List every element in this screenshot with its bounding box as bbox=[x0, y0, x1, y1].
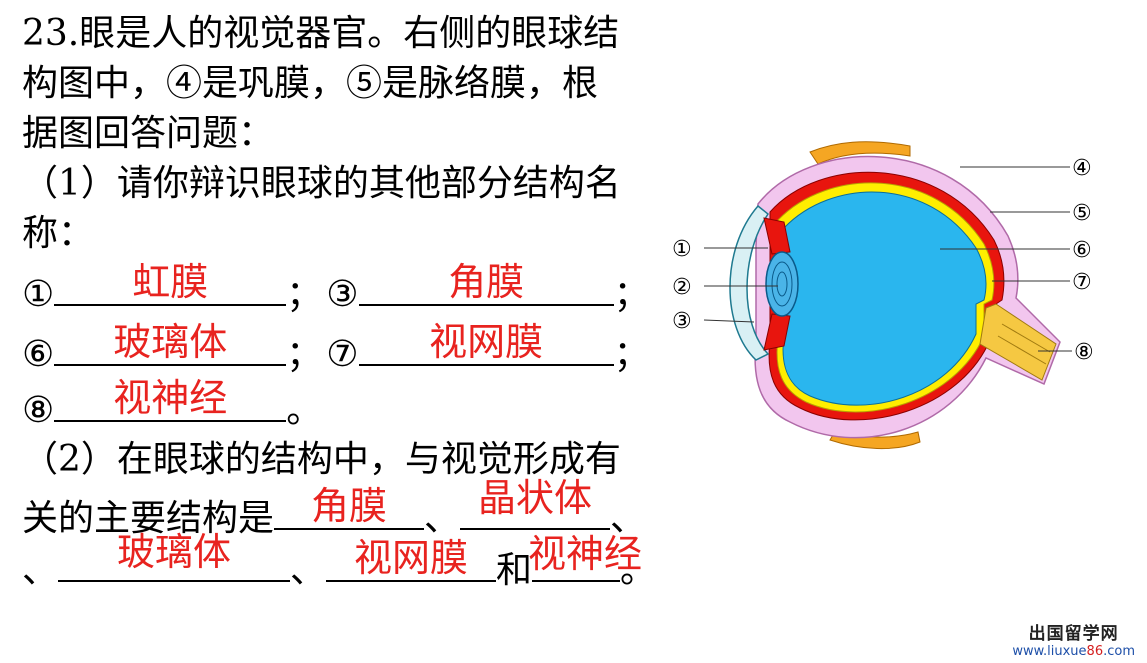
diagram-label-8: ⑧ bbox=[1074, 340, 1094, 365]
label-1: ① bbox=[22, 274, 55, 315]
label-3: ③ bbox=[326, 274, 359, 315]
blank-1[interactable]: 虹膜 bbox=[54, 260, 287, 306]
diagram-label-7: ⑦ bbox=[1072, 270, 1092, 295]
eye-muscle-top bbox=[809, 141, 911, 165]
period: 。 bbox=[286, 390, 323, 431]
semicolon: ； bbox=[613, 334, 650, 375]
comma: 、 bbox=[610, 498, 647, 539]
nerve-fiber bbox=[997, 335, 1047, 365]
answer-p2-retina: 视网膜 bbox=[354, 536, 469, 580]
question-line-3: 据图回答问题： bbox=[22, 113, 275, 154]
blank-p2-e[interactable]: 视神经 bbox=[528, 532, 642, 582]
answer-cornea: 角膜 bbox=[448, 260, 525, 304]
watermark-url-part: 86 bbox=[1086, 644, 1104, 659]
label-7: ⑦ bbox=[326, 334, 359, 375]
leader-line bbox=[703, 319, 755, 323]
diagram-label-2: ② bbox=[672, 275, 692, 300]
answer-p2-optic-nerve: 视神经 bbox=[528, 532, 643, 576]
watermark-url: www.liuxue86.com bbox=[1012, 644, 1135, 659]
watermark: 出国留学网 www.liuxue86.com bbox=[1012, 619, 1135, 659]
part1-line-2: 称： bbox=[22, 213, 95, 254]
optic-nerve-shape bbox=[979, 303, 1057, 381]
answer-p2-vitreous: 玻璃体 bbox=[117, 530, 232, 574]
eyeball-diagram: ① ② ③ ④ ⑤ ⑥ ⑦ ⑧ bbox=[672, 141, 1094, 449]
answer-p2-lens: 晶状体 bbox=[478, 476, 593, 520]
vitreous-body bbox=[782, 191, 987, 406]
label-8: ⑧ bbox=[22, 390, 55, 431]
semicolon: ； bbox=[613, 274, 650, 315]
lens-ring bbox=[776, 271, 788, 297]
blank-p2-a[interactable]: 角膜 bbox=[274, 484, 425, 530]
answer-row-3: ⑧ 视神经 。 bbox=[22, 376, 323, 431]
lens-ring bbox=[771, 261, 793, 307]
comma: 、 bbox=[424, 498, 461, 539]
diagram-label-3: ③ bbox=[672, 309, 692, 334]
answer-iris: 虹膜 bbox=[132, 260, 209, 304]
part2-line-3: 、玻璃体、视网膜和视神经。 bbox=[22, 530, 657, 591]
blank-6[interactable]: 玻璃体 bbox=[54, 320, 287, 366]
diagram-label-5: ⑤ bbox=[1072, 201, 1092, 226]
blank-p2-d[interactable]: 视网膜 bbox=[326, 536, 497, 582]
diagram-label-4: ④ bbox=[1072, 156, 1092, 181]
blank-3[interactable]: 角膜 bbox=[358, 260, 614, 306]
blank-8[interactable]: 视神经 bbox=[54, 376, 287, 422]
watermark-url-part: www.liuxue bbox=[1012, 644, 1087, 659]
question-line-1: 23.眼是人的视觉器官。右侧的眼球结 bbox=[22, 13, 620, 54]
answer-p2-cornea: 角膜 bbox=[311, 484, 388, 528]
blank-p2-b[interactable]: 晶状体 bbox=[460, 476, 611, 530]
semicolon: ； bbox=[286, 334, 323, 375]
diagram-label-1: ① bbox=[672, 237, 692, 262]
nerve-fiber bbox=[1001, 323, 1051, 353]
label-6: ⑥ bbox=[22, 334, 55, 375]
blank-7[interactable]: 视网膜 bbox=[358, 320, 614, 366]
lens-shape bbox=[765, 251, 799, 317]
iris-bottom bbox=[763, 313, 791, 351]
question-line-2: 构图中，④是巩膜，⑤是脉络膜，根 bbox=[22, 63, 599, 104]
diagram-label-6: ⑥ bbox=[1072, 238, 1092, 263]
and-word: 和 bbox=[496, 550, 533, 591]
answer-optic-nerve: 视神经 bbox=[113, 376, 228, 420]
comma: 、 bbox=[290, 550, 327, 591]
part2-line-1: （2）在眼球的结构中，与视觉形成有 bbox=[22, 439, 621, 480]
answer-retina: 视网膜 bbox=[429, 320, 544, 364]
comma: 、 bbox=[22, 550, 59, 591]
part2-prompt: 关的主要结构是 bbox=[22, 498, 275, 539]
part2-line-2: 关的主要结构是角膜、晶状体、 bbox=[22, 476, 647, 539]
watermark-url-part: .com bbox=[1103, 644, 1135, 659]
answer-vitreous: 玻璃体 bbox=[113, 320, 228, 364]
semicolon: ； bbox=[286, 274, 323, 315]
watermark-title: 出国留学网 bbox=[1028, 624, 1119, 644]
blank-p2-c[interactable]: 玻璃体 bbox=[58, 530, 291, 582]
iris-top bbox=[763, 217, 791, 255]
period: 。 bbox=[620, 550, 657, 591]
part1-line-1: （1）请你辩识眼球的其他部分结构名 bbox=[22, 163, 621, 204]
